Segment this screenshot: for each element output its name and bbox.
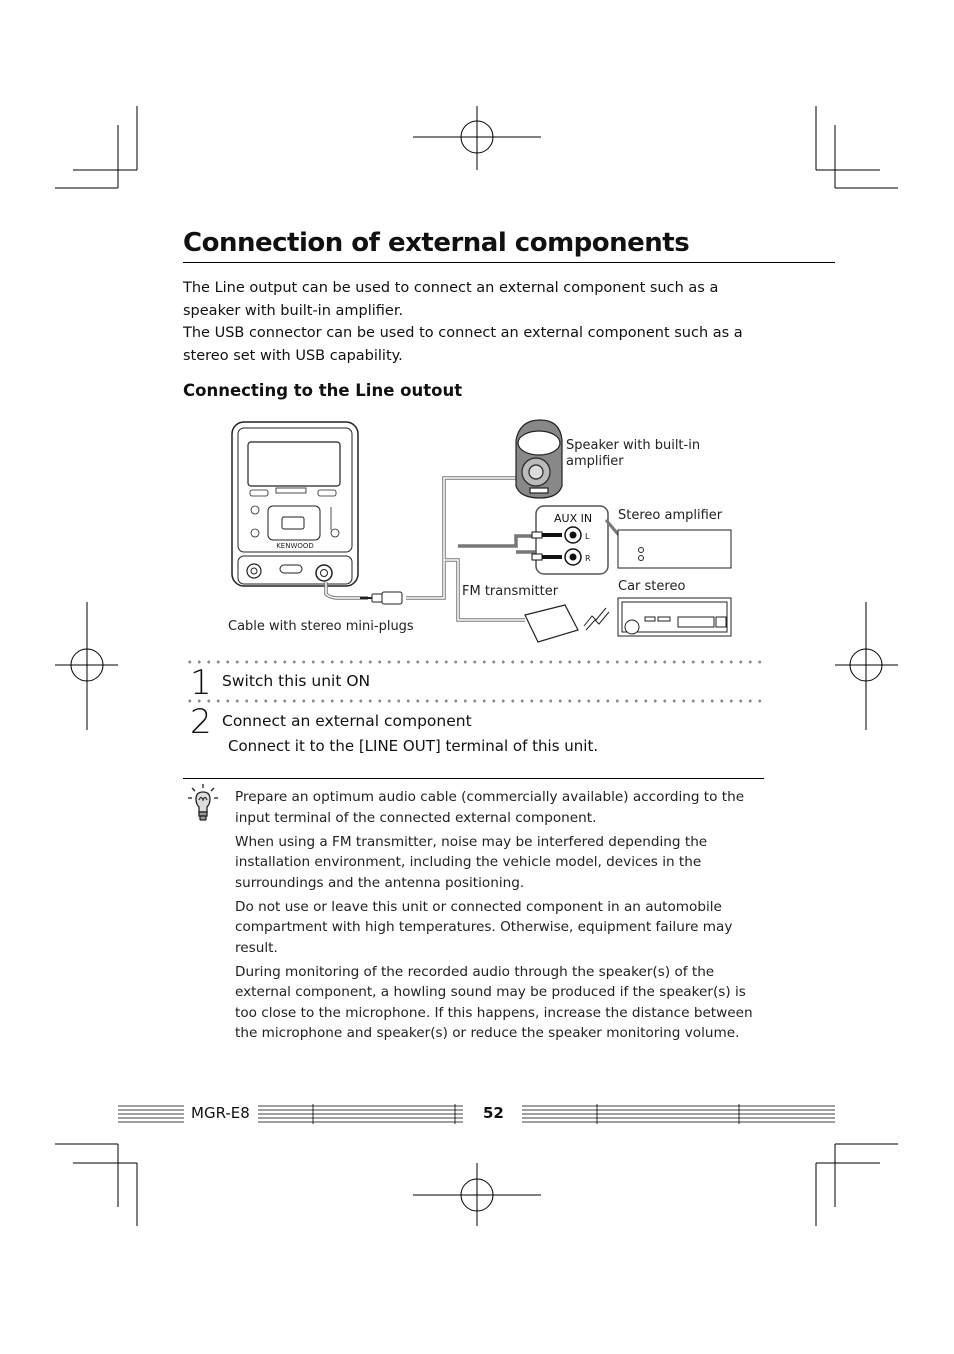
svg-text:KENWOOD: KENWOOD [276,542,314,550]
step-number-2: 2 [190,702,212,742]
car-stereo-label: Car stereo [618,579,686,594]
note-item-1: Prepare an optimum audio cable (commerci… [235,789,745,826]
fm-transmitter-label: FM transmitter [462,584,559,599]
cable-label: Cable with stereo mini-plugs [228,619,414,634]
fm-transmitter-illustration [524,604,610,643]
step-label-2: Connect an external component [222,712,472,730]
note-item-2: When using a FM transmitter, noise may b… [235,833,708,891]
step-number-1: 1 [190,663,212,703]
speaker-label: Speaker with built-in amplifier [566,438,701,469]
step-divider-1 [185,660,765,664]
step-body-2: Connect it to the [LINE OUT] terminal of… [228,737,599,755]
stereo-mini-plug [360,591,403,605]
footer-page-number: 52 [483,1104,504,1122]
intro-text: The Line output can be used to connect a… [183,277,763,367]
note-item-4: During monitoring of the recorded audio … [235,963,753,1042]
speaker-illustration [515,419,563,499]
step-divider-2 [185,699,765,703]
aux-in-panel: AUX IN L R [531,505,609,575]
notes-rule [183,778,764,779]
stereo-amplifier-illustration [604,519,732,569]
footer-model: MGR-E8 [191,1104,250,1122]
intro-paragraph-2: The USB connector can be used to connect… [183,325,743,364]
recorder-device-illustration: KENWOOD [231,421,359,587]
connection-diagram: KENWOOD AUX IN L R [231,419,732,643]
lightbulb-hint-icon [188,784,218,821]
note-item-3: Do not use or leave this unit or connect… [235,898,733,956]
page-title: Connection of external components [183,226,835,263]
svg-text:L: L [585,532,590,541]
svg-text:AUX IN: AUX IN [554,512,592,525]
svg-text:R: R [585,554,591,563]
car-stereo-illustration [617,597,732,637]
section-heading: Connecting to the Line outout [183,381,463,400]
stereo-amp-label: Stereo amplifier [618,508,723,523]
step-label-1: Switch this unit ON [222,672,371,690]
intro-paragraph-1: The Line output can be used to connect a… [183,280,719,319]
notes-list: Prepare an optimum audio cable (commerci… [235,787,760,1047]
